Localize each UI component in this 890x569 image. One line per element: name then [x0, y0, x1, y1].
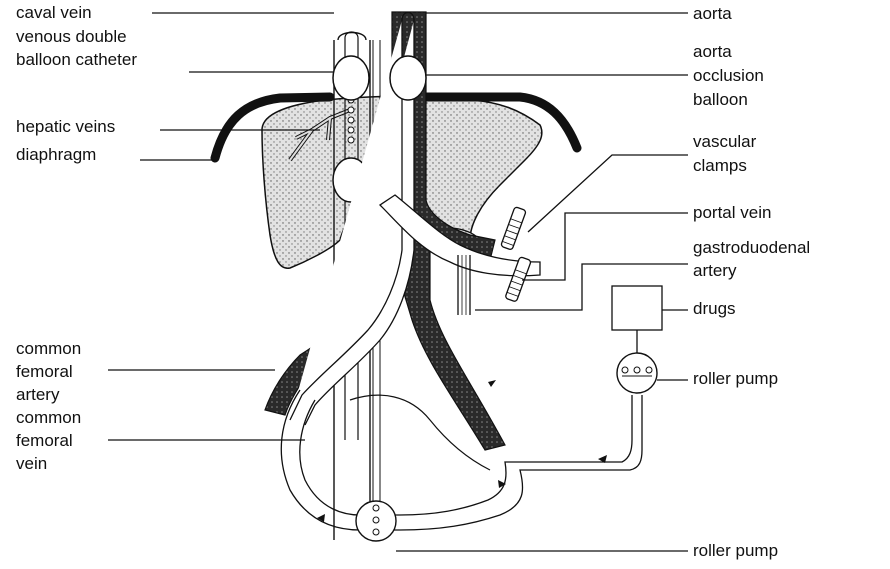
label-vascular-clamps-line2: clamps	[693, 156, 747, 176]
label-aorta-occlusion-line2: occlusion	[693, 66, 764, 86]
label-aorta-occlusion-line1: aorta	[693, 42, 732, 62]
label-venous-double-line2: balloon catheter	[16, 50, 137, 70]
label-roller-pump-lower: roller pump	[693, 541, 778, 561]
label-hepatic-veins: hepatic veins	[16, 117, 115, 137]
vascular-clamp-upper	[501, 207, 527, 251]
label-drugs: drugs	[693, 299, 736, 319]
label-roller-pump-upper: roller pump	[693, 369, 778, 389]
drugs-box	[612, 286, 662, 330]
label-common-femoral-vein-line1: common	[16, 408, 81, 428]
label-aorta: aorta	[693, 4, 732, 24]
label-vascular-clamps-line1: vascular	[693, 132, 756, 152]
label-venous-double-line1: venous double	[16, 27, 127, 47]
label-caval-vein: caval vein	[16, 3, 92, 23]
label-common-femoral-vein-line3: vein	[16, 454, 47, 474]
label-common-femoral-artery-line2: femoral	[16, 362, 73, 382]
label-common-femoral-artery-line1: common	[16, 339, 81, 359]
label-gastroduodenal-line1: gastroduodenal	[693, 238, 810, 258]
caval-upper-balloon	[333, 56, 369, 100]
label-portal-vein: portal vein	[693, 203, 771, 223]
label-gastroduodenal-line2: artery	[693, 261, 736, 281]
aorta-occlusion-balloon	[390, 56, 426, 100]
label-common-femoral-artery-line3: artery	[16, 385, 59, 405]
label-diaphragm: diaphragm	[16, 145, 96, 165]
label-common-femoral-vein-line2: femoral	[16, 431, 73, 451]
label-aorta-occlusion-line3: balloon	[693, 90, 748, 110]
